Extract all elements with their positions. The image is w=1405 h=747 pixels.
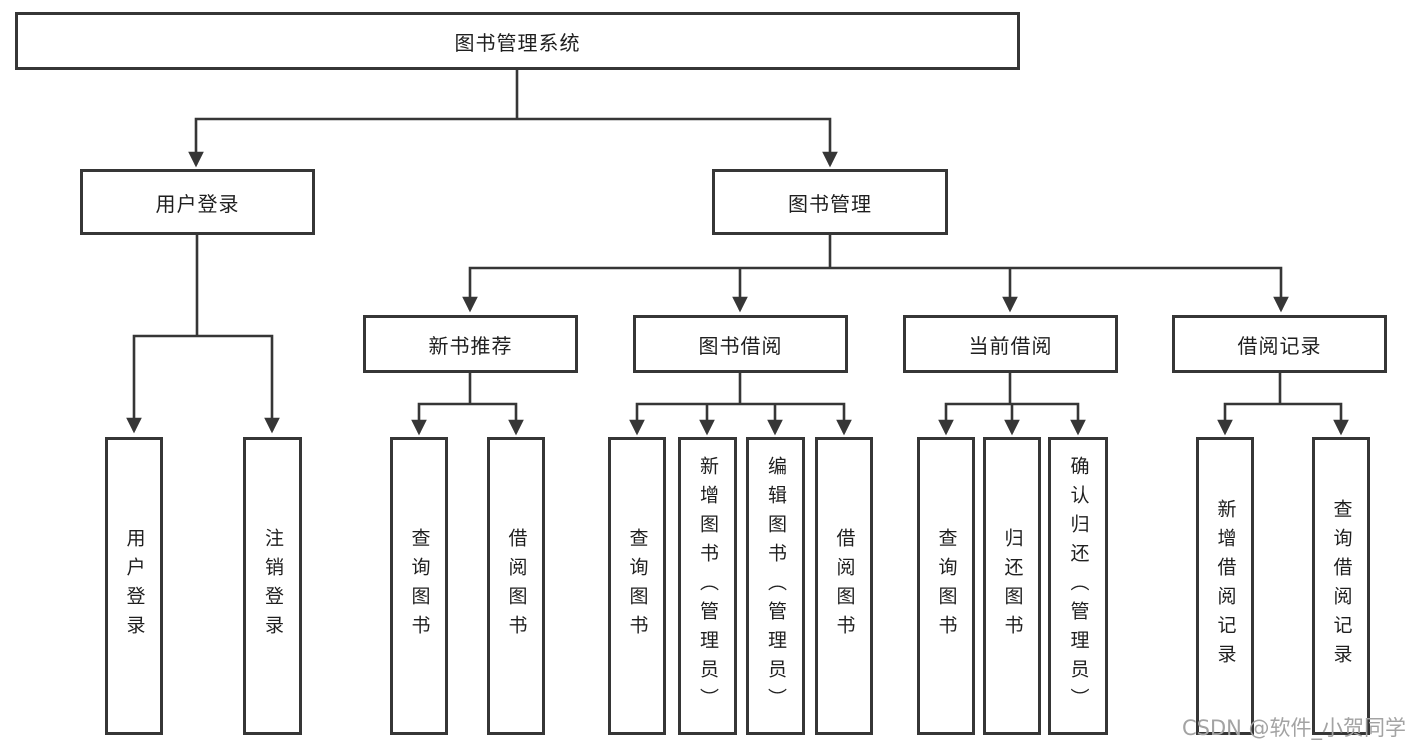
leaf-query-books-3-label: 查询图书 [935,528,958,644]
node-current-borrow: 当前借阅 [903,315,1118,373]
leaf-user-login-label: 用户登录 [123,528,146,644]
leaf-logout-label: 注销登录 [262,528,284,644]
leaf-borrow-books-2: 借阅图书 [815,437,873,735]
leaf-user-login: 用户登录 [105,437,163,735]
leaf-add-books-admin: 新增图书（管理员） [678,437,737,735]
leaf-query-books-3: 查询图书 [917,437,975,735]
node-book-borrow: 图书借阅 [633,315,848,373]
leaf-query-books-1: 查询图书 [390,437,448,735]
leaf-query-borrow-record: 查询借阅记录 [1312,437,1370,735]
leaf-add-borrow-record: 新增借阅记录 [1196,437,1254,735]
node-book-management: 图书管理 [712,169,948,235]
leaf-query-borrow-record-label: 查询借阅记录 [1330,499,1353,673]
leaf-return-books: 归还图书 [983,437,1041,735]
leaf-query-books-2-label: 查询图书 [626,528,649,644]
node-root-system: 图书管理系统 [15,12,1020,70]
node-user-login: 用户登录 [80,169,315,235]
leaf-query-books-1-label: 查询图书 [408,528,431,644]
leaf-edit-books-admin-label: 编辑图书（管理员） [765,455,787,717]
watermark: CSDN @软件_小贺同学 [1182,716,1405,740]
leaf-add-borrow-record-label: 新增借阅记录 [1214,499,1237,673]
leaf-borrow-books-1-label: 借阅图书 [505,528,528,644]
leaf-logout: 注销登录 [243,437,302,735]
node-borrow-records: 借阅记录 [1172,315,1387,373]
leaf-add-books-admin-label: 新增图书（管理员） [697,455,719,717]
leaf-confirm-return-admin: 确认归还（管理员） [1048,437,1108,735]
leaf-return-books-label: 归还图书 [1001,528,1024,644]
leaf-borrow-books-2-label: 借阅图书 [833,528,856,644]
leaf-edit-books-admin: 编辑图书（管理员） [746,437,805,735]
leaf-confirm-return-admin-label: 确认归还（管理员） [1067,455,1090,717]
leaf-query-books-2: 查询图书 [608,437,666,735]
leaf-borrow-books-1: 借阅图书 [487,437,545,735]
node-new-book-recommend: 新书推荐 [363,315,578,373]
